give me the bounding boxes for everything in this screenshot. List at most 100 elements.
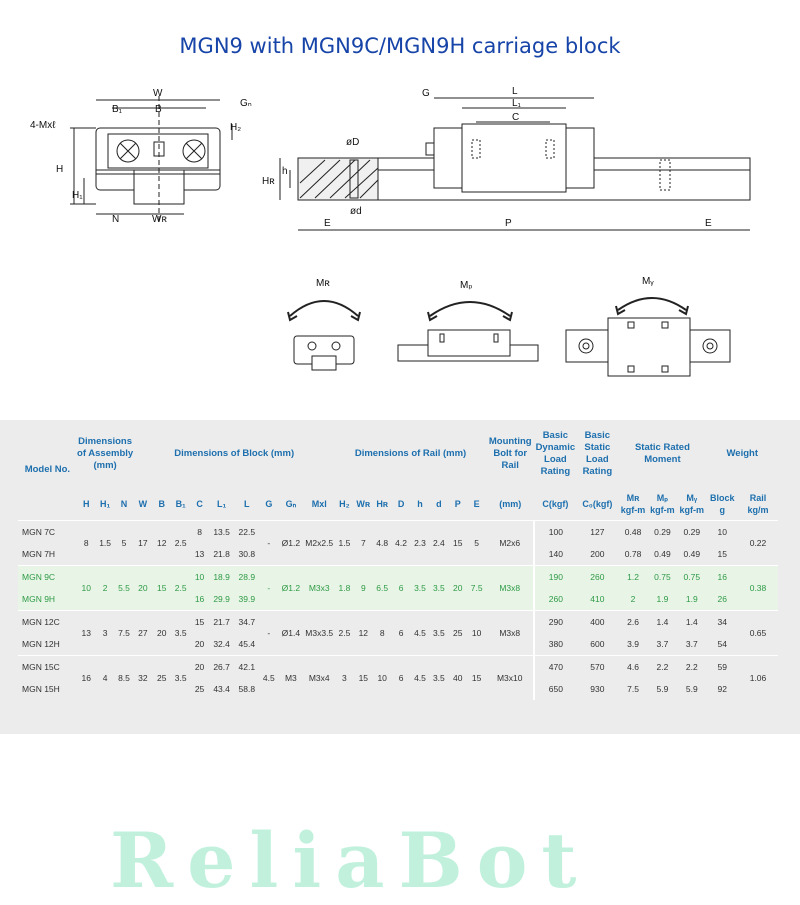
cell-bolt: M3x8 [486,610,535,656]
sub-d-big: D [397,499,405,509]
sub-p: P [454,499,461,509]
cell-dynamic: 290 [533,610,577,633]
cell-hr: 10 [372,655,392,700]
cell-h1: 4 [95,655,115,700]
dim-label-h-small: h [282,166,288,177]
cell-h2: 1.8 [334,565,354,611]
cell-w: 20 [133,565,153,611]
cell-my: 3.7 [685,639,698,649]
cell-p: 15 [448,520,468,566]
dim-label-b1: B₁ [112,104,123,115]
cell-e: 7.5 [467,565,487,611]
header-rail: Dimensions of Rail (mm) [354,448,467,459]
moment-my-icon [565,297,731,377]
sub-h2: H₂ [339,499,350,509]
cell-static: 410 [576,588,619,611]
cell-l: 28.9 [234,565,260,588]
cell-b: 25 [152,655,172,700]
cell-e: 15 [467,655,487,700]
cell-b1: 3.5 [171,655,191,700]
cell-mr: 2 [618,588,648,611]
sub-stat-unit: C₀(kgf) [582,499,613,509]
cell-n: 5 [114,520,134,566]
dim-label-n: N [112,214,119,225]
dim-label-mxl: 4-Mxℓ [30,120,56,131]
cell-hr: 6.5 [372,565,392,611]
cell-l1: 26.7 [209,655,235,678]
model-cell: MGN 12H [22,639,60,649]
sub-b1: B₁ [175,499,186,509]
model-cell: MGN 9C [18,565,77,588]
cell-c: 25 [194,684,205,694]
cell-mr: 0.48 [618,520,648,543]
sub-c: C [196,499,203,509]
cell-d-small: 3.5 [429,655,449,700]
cell-h1: 3 [95,610,115,656]
cell-p: 40 [448,655,468,700]
dim-label-h1: H₁ [72,190,83,201]
cell-h1: 1.5 [95,520,115,566]
dim-label-c: C [512,112,519,123]
cell-e: 5 [467,520,487,566]
cell-b1: 3.5 [171,610,191,656]
header-bolt: Mounting Bolt for Rail [488,436,532,471]
header-dynamic: Basic Dynamic Load Rating [535,430,576,477]
cell-gn: Ø1.2 [278,565,304,611]
sub-bolt-unit: (mm) [499,499,522,509]
cell-mr: 4.6 [618,655,648,678]
cell-h: 8 [76,520,96,566]
dim-label-b: B [155,104,162,115]
sub-b: B [158,499,166,509]
model-cell: MGN 7H [22,549,56,559]
header-model: Model No. [24,464,71,475]
sub-h: H [82,499,90,509]
cell-l1: 32.4 [213,639,230,649]
cell-static: 400 [576,610,619,633]
cell-c: 15 [190,610,210,633]
cell-mr: 7.5 [627,684,639,694]
cell-c: 20 [194,639,205,649]
spec-table: Model No. Dimensions of Assembly (mm) Di… [18,420,778,700]
cell-block: 92 [717,684,727,694]
cell-wr: 12 [353,610,373,656]
cell-d-small: 3.5 [429,565,449,611]
moment-label-my: Mᵧ [642,276,654,287]
cell-block: 34 [706,610,738,633]
dim-label-h: H [56,164,63,175]
cell-gn: Ø1.2 [278,520,304,566]
cell-mxl: M3x3.5 [303,610,335,656]
cell-mxl: M3x3 [303,565,335,611]
dim-label-w: W [153,88,163,99]
dim-label-wr: Wʀ [152,214,167,225]
watermark: ReliaBot [110,816,591,905]
model-cell: MGN 7C [18,520,77,543]
cell-hr: 4.8 [372,520,392,566]
cell-p: 20 [448,565,468,611]
cell-l: 58.8 [238,684,256,694]
cell-c: 10 [190,565,210,588]
cell-c: 8 [190,520,210,543]
cell-my: 1.9 [677,588,707,611]
cell-d-big: 6 [391,610,411,656]
cell-d-small: 2.4 [429,520,449,566]
moment-label-mp: Mₚ [460,280,473,291]
cell-e: 10 [467,610,487,656]
dim-label-hr: Hʀ [262,176,275,187]
cell-mr: 0.78 [624,549,642,559]
cell-dynamic: 140 [533,543,577,566]
cell-mp: 0.75 [647,565,678,588]
cell-block: 10 [706,520,738,543]
dim-label-e-right: E [705,218,712,229]
cell-wr: 7 [353,520,373,566]
sub-dyn-unit: C(kgf) [542,499,569,509]
dim-label-l1: L₁ [512,98,522,109]
cell-d-big: 6 [391,565,411,611]
cell-rail-weight: 0.22 [738,520,778,566]
